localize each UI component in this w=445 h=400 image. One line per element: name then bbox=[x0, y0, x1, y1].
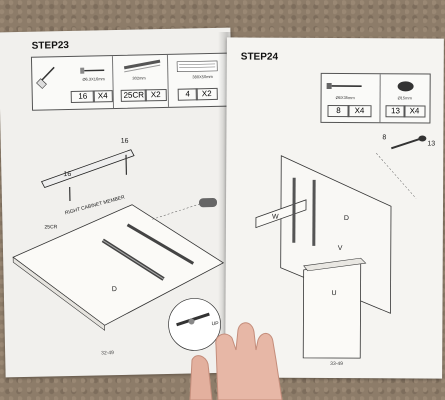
step24-parts-box: Ø6X35mm Ø15mm 8 X4 13 X4 bbox=[320, 72, 431, 124]
step24-parts-drawings bbox=[326, 81, 414, 92]
step23-assembly-drawing bbox=[12, 149, 225, 351]
left-manual-page: STEP23 Ø6.3X16mm 302mm 380X50mm 16 X4 25… bbox=[0, 27, 238, 378]
parts-drawings bbox=[36, 59, 218, 89]
step24-assembly-drawing bbox=[255, 135, 427, 359]
right-manual-page: STEP24 Ø6X35mm Ø15mm 8 X4 13 X4 8 13 W D bbox=[225, 37, 444, 379]
step23-parts-box: Ø6.3X16mm 302mm 380X50mm 16 X4 25CR X2 4… bbox=[30, 52, 230, 111]
